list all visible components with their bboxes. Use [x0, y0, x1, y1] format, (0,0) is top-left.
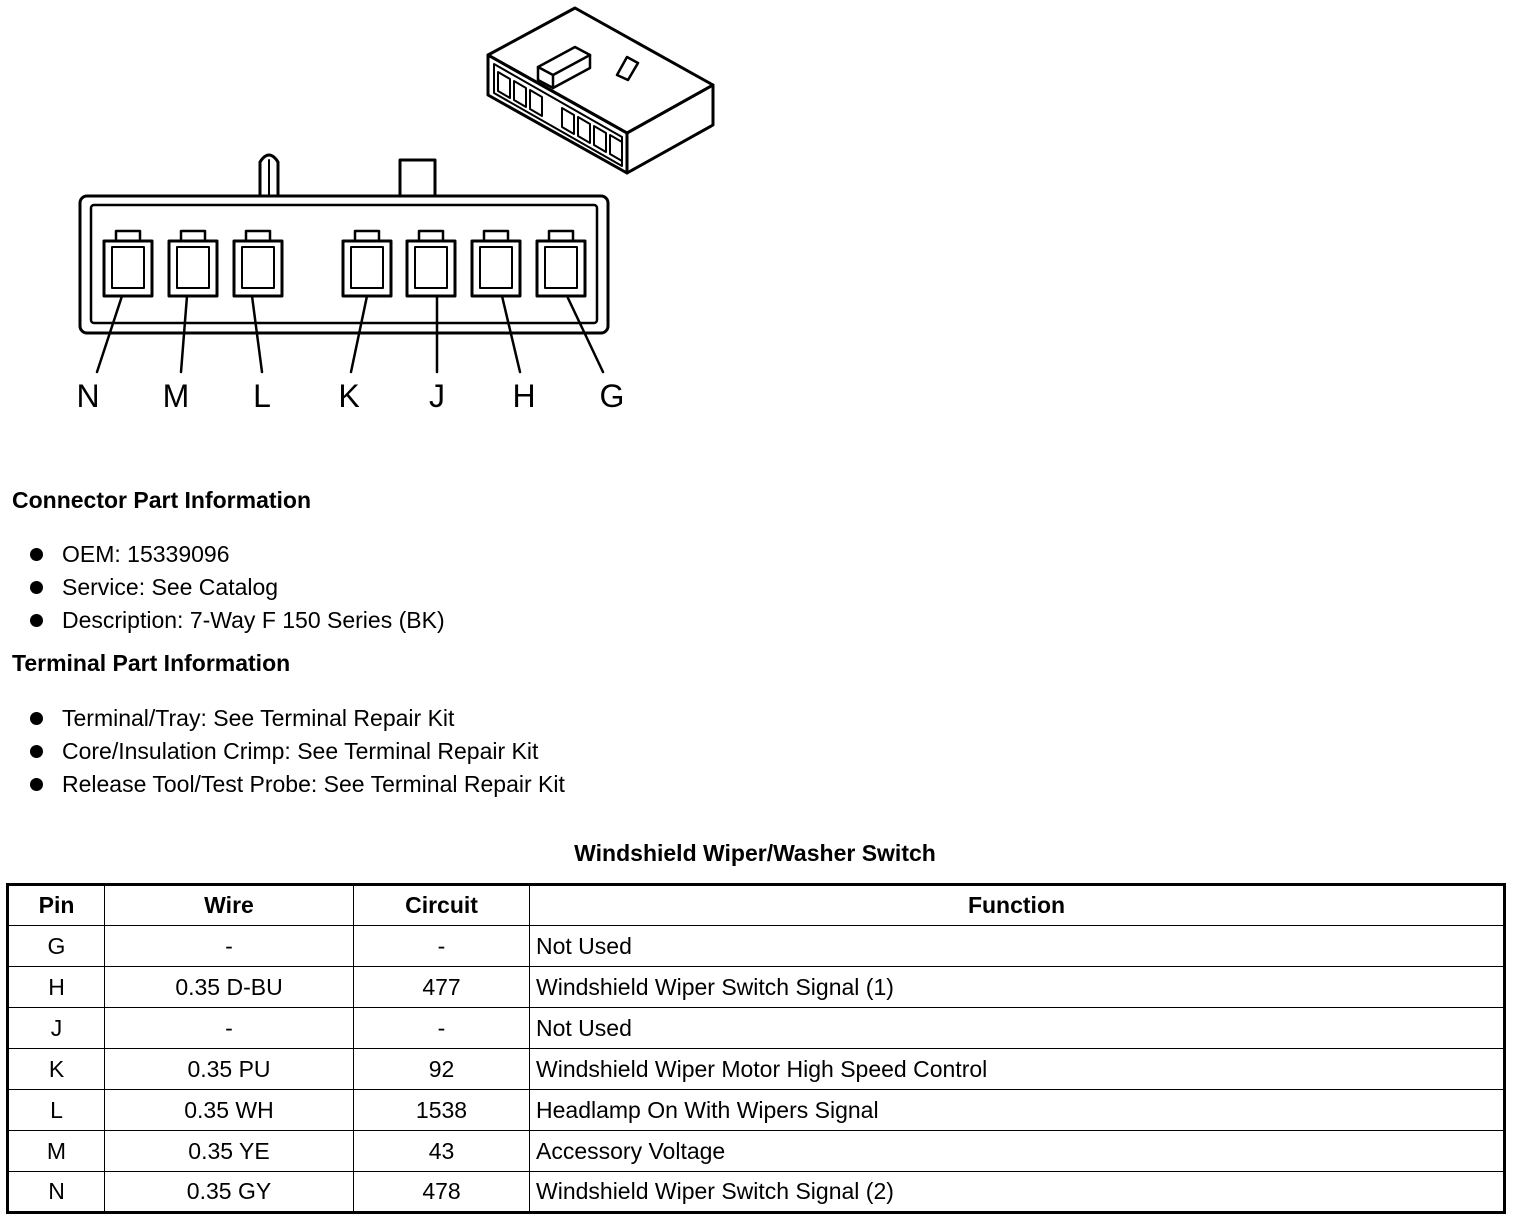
- terminal-cavity-g: [535, 239, 587, 298]
- cell-circuit: 478: [353, 1171, 530, 1213]
- table-title: Windshield Wiper/Washer Switch: [574, 840, 936, 866]
- callout-line-k: [349, 294, 369, 374]
- callout-line-l: [250, 294, 264, 374]
- cell-function: Windshield Wiper Motor High Speed Contro…: [529, 1048, 1505, 1090]
- cell-pin: M: [7, 1130, 105, 1172]
- cell-function: Windshield Wiper Switch Signal (1): [529, 966, 1505, 1008]
- connector-info-list: OEM: 15339096 Service: See Catalog Descr…: [28, 538, 445, 637]
- terminal-cavity-l: [232, 239, 284, 298]
- cell-wire: 0.35 PU: [104, 1048, 354, 1090]
- terminal-cavity-h: [470, 239, 522, 298]
- cell-circuit: -: [353, 1007, 530, 1049]
- cell-circuit: 1538: [353, 1089, 530, 1131]
- list-item: Release Tool/Test Probe: See Terminal Re…: [28, 768, 565, 801]
- pin-label-g: G: [600, 378, 625, 414]
- list-item: Service: See Catalog: [28, 571, 445, 604]
- table-row: M 0.35 YE 43 Accessory Voltage: [7, 1130, 1505, 1172]
- cell-pin: N: [7, 1171, 105, 1213]
- terminal-contact-l: [241, 246, 275, 289]
- table-row: K 0.35 PU 92 Windshield Wiper Motor High…: [7, 1048, 1505, 1090]
- cell-wire: 0.35 YE: [104, 1130, 354, 1172]
- cell-wire: 0.35 GY: [104, 1171, 354, 1213]
- terminal-contact-j: [414, 246, 448, 289]
- pin-label-n: N: [76, 378, 99, 414]
- column-header-pin: Pin: [7, 884, 105, 926]
- cell-wire: -: [104, 1007, 354, 1049]
- cell-circuit: 43: [353, 1130, 530, 1172]
- terminal-contact-n: [111, 246, 145, 289]
- pin-label-k: K: [338, 378, 359, 414]
- table-row: H 0.35 D-BU 477 Windshield Wiper Switch …: [7, 966, 1505, 1008]
- cell-function: Headlamp On With Wipers Signal: [529, 1089, 1505, 1131]
- cell-wire: -: [104, 925, 354, 967]
- connector-info-title: Connector Part Information: [12, 487, 312, 513]
- table-row: J - - Not Used: [7, 1007, 1505, 1049]
- pin-label-m: M: [163, 378, 190, 414]
- cell-wire: 0.35 D-BU: [104, 966, 354, 1008]
- column-header-wire: Wire: [104, 884, 354, 926]
- terminal-contact-g: [544, 246, 578, 289]
- cell-pin: H: [7, 966, 105, 1008]
- cell-function: Not Used: [529, 925, 1505, 967]
- list-item: OEM: 15339096: [28, 538, 445, 571]
- cell-pin: K: [7, 1048, 105, 1090]
- pin-label-h: H: [512, 378, 535, 414]
- cell-circuit: 92: [353, 1048, 530, 1090]
- connector-face-view: [78, 153, 610, 374]
- callout-line-n: [95, 294, 124, 374]
- table-row: N 0.35 GY 478 Windshield Wiper Switch Si…: [7, 1171, 1505, 1213]
- cell-pin: J: [7, 1007, 105, 1049]
- terminal-contact-h: [479, 246, 513, 289]
- terminal-contact-m: [176, 246, 210, 289]
- list-item: Terminal/Tray: See Terminal Repair Kit: [28, 702, 565, 735]
- pinout-table: Pin Wire Circuit Function G - - Not Used…: [6, 883, 1506, 1214]
- connector-isometric-view: [486, 6, 715, 175]
- cell-pin: L: [7, 1089, 105, 1131]
- column-header-circuit: Circuit: [353, 884, 530, 926]
- pin-label-l: L: [253, 378, 271, 414]
- callout-line-m: [179, 294, 189, 374]
- cell-function: Not Used: [529, 1007, 1505, 1049]
- list-item: Description: 7-Way F 150 Series (BK): [28, 604, 445, 637]
- cell-function: Accessory Voltage: [529, 1130, 1505, 1172]
- connector-diagram: N M L K J H G: [76, 6, 715, 414]
- cell-circuit: 477: [353, 966, 530, 1008]
- terminal-info-title: Terminal Part Information: [12, 650, 291, 676]
- cell-wire: 0.35 WH: [104, 1089, 354, 1131]
- table-header-row: Pin Wire Circuit Function: [7, 884, 1505, 926]
- terminal-cavity-n: [102, 239, 154, 298]
- terminal-cavity-m: [167, 239, 219, 298]
- terminal-info-list: Terminal/Tray: See Terminal Repair Kit C…: [28, 702, 565, 801]
- cell-pin: G: [7, 925, 105, 967]
- table-row: G - - Not Used: [7, 925, 1505, 967]
- pin-label-j: J: [429, 378, 445, 414]
- callout-line-g: [565, 294, 605, 374]
- callout-line-h: [500, 294, 522, 374]
- terminal-contact-k: [350, 246, 384, 289]
- table-row: L 0.35 WH 1538 Headlamp On With Wipers S…: [7, 1089, 1505, 1131]
- cell-circuit: -: [353, 925, 530, 967]
- cell-function: Windshield Wiper Switch Signal (2): [529, 1171, 1505, 1213]
- column-header-function: Function: [529, 884, 1505, 926]
- terminal-cavity-j: [405, 239, 457, 298]
- list-item: Core/Insulation Crimp: See Terminal Repa…: [28, 735, 565, 768]
